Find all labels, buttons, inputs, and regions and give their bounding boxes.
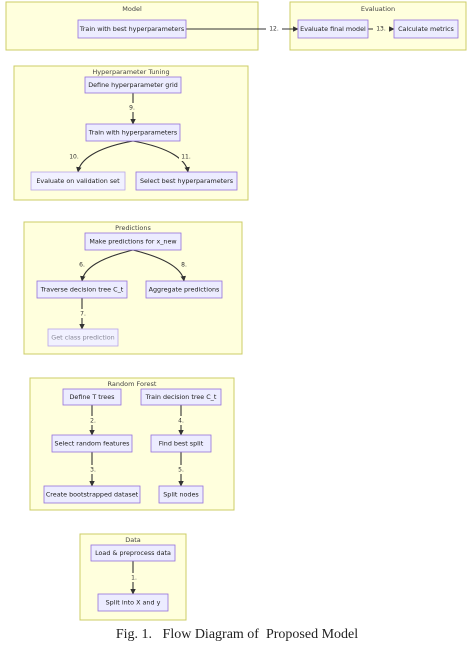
node-split-nodes-box <box>158 485 204 504</box>
group-data-title: Data <box>125 536 141 544</box>
edge-label-9: 9. <box>129 105 135 112</box>
node-define-trees-label: Define T trees <box>69 393 115 401</box>
edge-label-8-bg <box>178 260 190 269</box>
node-evaluate-validation[interactable]: Evaluate on validation set <box>30 171 126 191</box>
group-predictions-title: Predictions <box>115 224 151 232</box>
node-train-tree-box <box>140 388 222 406</box>
node-define-trees-box <box>62 388 122 406</box>
edge-label-6: 6. <box>79 262 85 269</box>
edge-label-4-bg <box>175 416 187 425</box>
node-create-dataset-label: Create bootstrapped dataset <box>46 491 139 499</box>
node-train-hyper[interactable]: Train with hyperparameters <box>85 123 181 142</box>
edge-label-6-bg <box>76 260 88 269</box>
edge-8 <box>132 249 186 282</box>
node-define-grid-label: Define hyperparameter grid <box>88 81 178 89</box>
edge-label-1-bg <box>128 573 140 582</box>
node-get-class-label: Get class prediction <box>51 334 114 342</box>
edge-label-3-bg <box>87 465 99 474</box>
node-calculate-metrics-box <box>393 19 459 39</box>
edge-label-12: 12. <box>269 26 279 33</box>
node-aggregate[interactable]: Aggregate predictions <box>145 280 223 299</box>
node-train-tree[interactable]: Train decision tree C_t <box>140 388 222 406</box>
node-define-trees[interactable]: Define T trees <box>62 388 122 406</box>
node-make-predictions-box <box>84 232 182 251</box>
edge-label-10: 10. <box>69 154 79 161</box>
node-select-features-label: Select random features <box>55 440 131 448</box>
node-select-best-label: Select best hyperparameters <box>140 177 234 185</box>
edge-label-11: 11. <box>181 154 191 161</box>
node-train-tree-label: Train decision tree C_t <box>145 393 217 401</box>
node-create-dataset[interactable]: Create bootstrapped dataset <box>43 485 141 504</box>
node-split-xy-box <box>97 593 169 612</box>
edge-label-13: 13. <box>376 26 386 33</box>
node-load-data-box <box>90 544 176 562</box>
node-traverse-tree[interactable]: Traverse decision tree C_t <box>36 280 128 299</box>
group-random-forest-title: Random Forest <box>108 380 157 388</box>
node-calculate-metrics[interactable]: Calculate metrics <box>393 19 459 39</box>
node-define-grid-box <box>84 76 182 94</box>
node-traverse-tree-label: Traverse decision tree C_t <box>40 286 124 294</box>
node-create-dataset-box <box>43 485 141 504</box>
edge-label-5-bg <box>175 465 187 474</box>
node-traverse-tree-box <box>36 280 128 299</box>
figure-caption: Fig. 1. Flow Diagram of Proposed Model <box>115 627 359 642</box>
node-select-features-box <box>51 434 133 453</box>
node-aggregate-box <box>145 280 223 299</box>
node-train-best-label: Train with best hyperparameters <box>79 25 185 33</box>
node-select-best[interactable]: Select best hyperparameters <box>135 171 238 191</box>
edge-label-12-bg <box>266 24 282 33</box>
node-get-class[interactable]: Get class prediction <box>47 328 119 347</box>
node-train-best-box <box>77 19 187 39</box>
group-tuning-title: Hyperparameter Tuning <box>92 68 169 76</box>
edge-6 <box>80 249 134 282</box>
edge-label-4: 4. <box>178 418 184 425</box>
flow-diagram: Model Evaluation Hyperparameter Tuning P… <box>5 1 467 621</box>
node-split-xy[interactable]: Split into X and y <box>97 593 169 612</box>
node-find-split-label: Find best split <box>159 440 204 448</box>
node-make-predictions-label: Make predictions for x_new <box>89 238 176 246</box>
edge-label-7-bg <box>77 309 89 318</box>
node-calculate-metrics-label: Calculate metrics <box>398 25 454 33</box>
edge-label-9-bg <box>126 103 138 112</box>
edge-label-8: 8. <box>181 262 187 269</box>
node-evaluate-final-label: Evaluate final model <box>300 25 366 33</box>
edge-label-3: 3. <box>90 467 96 474</box>
node-make-predictions[interactable]: Make predictions for x_new <box>84 232 182 251</box>
node-evaluate-validation-box <box>30 171 126 191</box>
edge-label-2: 2. <box>90 418 96 425</box>
edge-10 <box>76 140 134 173</box>
group-evaluation-title: Evaluation <box>361 5 395 13</box>
node-select-best-box <box>135 171 238 191</box>
edge-label-11-bg <box>179 152 194 161</box>
node-evaluate-final[interactable]: Evaluate final model <box>297 19 369 39</box>
node-train-hyper-label: Train with hyperparameters <box>88 129 178 137</box>
node-select-features[interactable]: Select random features <box>51 434 133 453</box>
node-load-data-label: Load & preprocess data <box>95 549 171 557</box>
edge-labels: 12. 13. 9. 10. 11. 6. 8. 7. 2. 3. 4. 5. … <box>67 24 389 582</box>
node-split-xy-label: Split into X and y <box>106 599 161 607</box>
node-find-split-box <box>150 434 212 453</box>
edge-label-10-bg <box>67 152 82 161</box>
edge-label-5: 5. <box>178 467 184 474</box>
node-train-best[interactable]: Train with best hyperparameters <box>77 19 187 39</box>
node-train-hyper-box <box>85 123 181 142</box>
node-load-data[interactable]: Load & preprocess data <box>90 544 176 562</box>
node-evaluate-final-box <box>297 19 369 39</box>
edge-label-13-bg <box>373 24 389 33</box>
node-aggregate-label: Aggregate predictions <box>149 286 220 294</box>
node-find-split[interactable]: Find best split <box>150 434 212 453</box>
edge-label-1: 1. <box>131 575 137 582</box>
node-evaluate-validation-label: Evaluate on validation set <box>36 177 120 185</box>
node-get-class-box <box>47 328 119 347</box>
edge-label-2-bg <box>87 416 99 425</box>
node-split-nodes-label: Split nodes <box>163 491 199 499</box>
edge-11 <box>132 140 190 173</box>
node-split-nodes[interactable]: Split nodes <box>158 485 204 504</box>
node-define-grid[interactable]: Define hyperparameter grid <box>84 76 182 94</box>
group-model-title: Model <box>122 5 142 13</box>
edge-label-7: 7. <box>80 311 86 318</box>
